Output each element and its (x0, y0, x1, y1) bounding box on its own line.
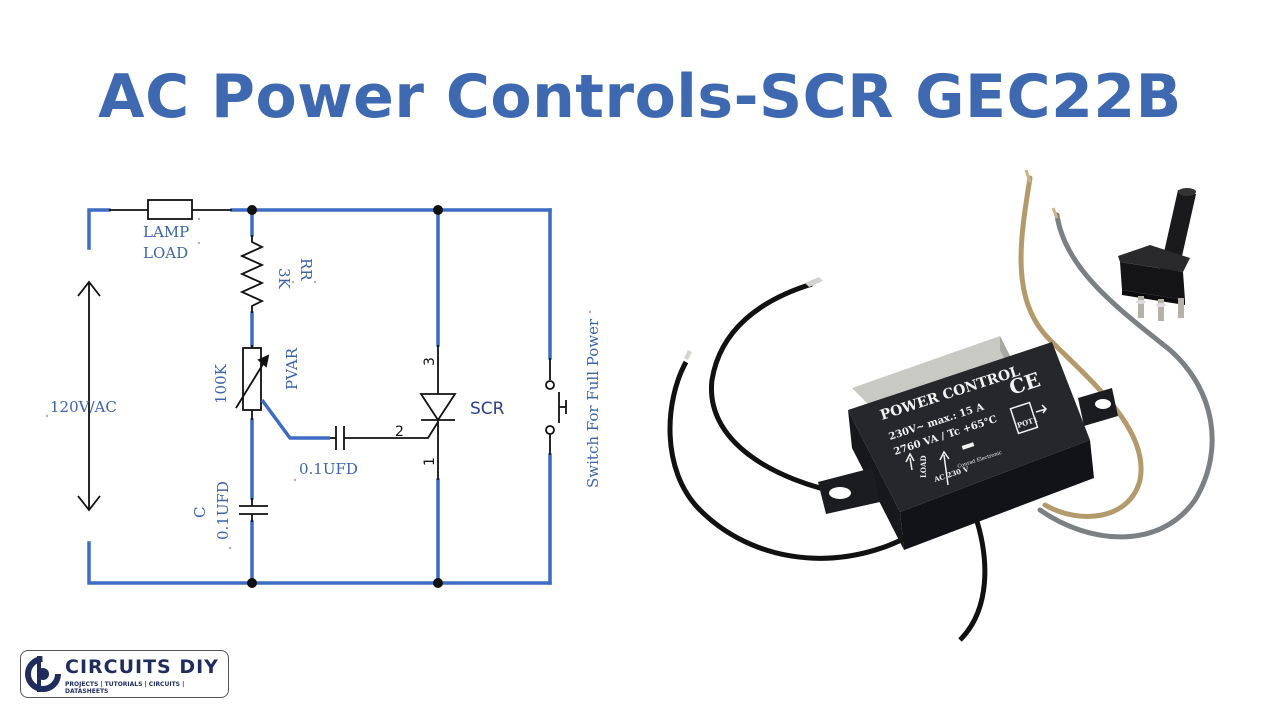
top-left-wire (87, 208, 111, 250)
junction-dots (247, 205, 443, 588)
logo-tagline: PROJECTS | TUTORIALS | CIRCUITS | DATASH… (65, 681, 185, 695)
switch-symbol (545, 358, 567, 455)
mounting-bracket (852, 336, 1012, 406)
shunt-capacitor-symbol (239, 498, 268, 522)
scr-label: SCR (470, 399, 505, 419)
series-cap-value: 0.1UFD (299, 460, 358, 478)
wires (87, 208, 552, 585)
module-body-top (848, 342, 1090, 512)
wiper-lead (260, 398, 330, 440)
logo: CIRCUITS DIY PROJECTS | TUTORIALS | CIRC… (20, 650, 229, 698)
logo-mark-icon (25, 656, 61, 692)
resistor-name: RR (297, 258, 315, 281)
pot-value: 100K (212, 363, 230, 404)
lamp-label-1: LAMP (143, 223, 189, 241)
resistor-symbol (239, 235, 265, 313)
module-glyphs (905, 401, 1047, 486)
switch-label: Switch For Full Power (584, 318, 602, 488)
resistor-value: 3K (275, 268, 293, 290)
logo-brand: CIRCUITS DIY (65, 656, 219, 678)
scr-symbol (418, 345, 457, 480)
shunt-cap-value: 0.1UFD (214, 481, 232, 540)
module-body-side (848, 410, 904, 550)
black-wire-top (709, 281, 851, 498)
series-capacitor-symbol (330, 426, 418, 450)
shunt-cap-name: C (191, 507, 209, 518)
scr-pin-gate: 2 (395, 424, 404, 440)
pot-name: PVAR (283, 347, 301, 390)
lamp-label-2: LOAD (143, 244, 188, 262)
module-load-text: LOAD (919, 455, 928, 478)
bottom-wire (87, 541, 552, 585)
module-body-front (900, 440, 1094, 550)
scr-pin-cathode: 1 (422, 457, 438, 466)
tiny-marks (45, 217, 592, 550)
scr-pin-anode: 3 (422, 357, 438, 366)
page-title: AC Power Controls-SCR GEC22B (98, 62, 1182, 132)
lamp-load-symbol (109, 199, 232, 220)
grey-wire (1037, 212, 1215, 540)
black-wire-bottom (958, 514, 988, 642)
supply-label: 120V/AC (50, 398, 117, 416)
black-wire-left (667, 360, 937, 561)
potentiometer-symbol (235, 345, 270, 420)
potentiometer-part (1118, 188, 1196, 321)
supply-arrow (77, 280, 101, 512)
